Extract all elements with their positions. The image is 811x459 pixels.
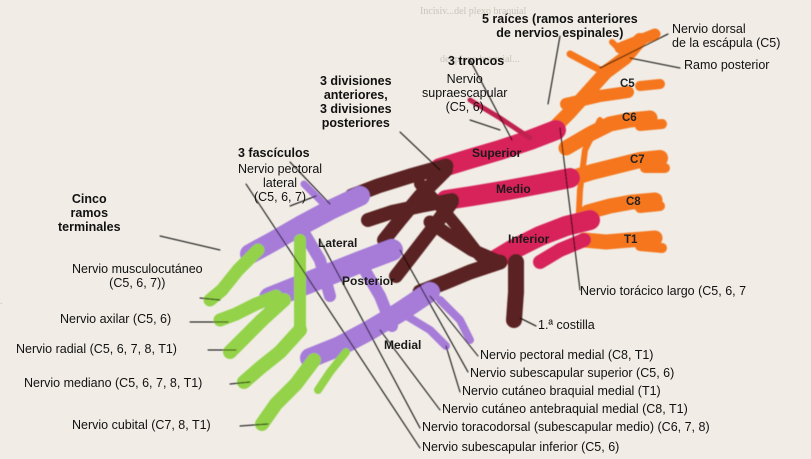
root-label-t1: T1 [624,234,637,246]
leader-raices [548,36,560,104]
root-label-c7: C7 [630,154,645,166]
tag-medio: Medio [496,182,531,196]
tag-superior: Superior [472,146,521,160]
tag-inferior: Inferior [508,232,549,246]
vertebra-knobs [640,84,665,248]
dorsal-scapular-branch [570,54,604,72]
label-mediano: Nervio mediano (C5, 6, 7, 8, T1) [24,376,202,390]
label-cutaneo-braquial: Nervio cutáneo braquial medial (T1) [462,384,661,398]
div-lower-stub [514,262,516,320]
label-pectoral-medial: Nervio pectoral medial (C8, T1) [480,348,653,362]
label-subescapular-superior: Nervio subescapular superior (C5, 6) [470,366,674,380]
upper-thick [566,92,628,104]
leader-costilla [520,318,536,326]
cord-sub-branch [440,300,470,340]
label-axilar: Nervio axilar (C5, 6) [60,312,171,326]
label-cutaneo-antebraquial: Nervio cutáneo antebraquial medial (C8, … [442,402,688,416]
label-cubital: Nervio cubital (C7, 8, T1) [72,418,211,432]
leader-ramo-posterior [630,58,680,68]
label-radial: Nervio radial (C5, 6, 7, 8, T1) [16,342,177,356]
label-toracico-largo: Nervio torácico largo (C5, 6, 7 [580,284,746,298]
root-label-c8: C8 [626,196,641,208]
tag-posterior: Posterior [342,274,395,288]
leader-divisiones [400,132,440,170]
branch-musculocutaneous [210,250,258,300]
tag-medial: Medial [384,338,421,352]
label-toracodorsal: Nervio toracodorsal (subescapular medio)… [422,420,710,434]
label-subescapular-inferior: Nervio subescapular inferior (C5, 6) [422,440,619,454]
label-musculocutaneo: Nervio musculocutáneo(C5, 6, 7)) [72,262,203,290]
leader-supraescapular [470,120,500,130]
tag-lateral: Lateral [318,236,357,250]
branch-ulnar [262,360,314,424]
root-label-c5: C5 [620,78,635,90]
leader-ramos [160,236,220,250]
heading-fasciculos: 3 fascículos [238,146,310,160]
heading-troncos: 3 troncos [448,54,504,68]
root-label-c6: C6 [622,112,637,124]
label-costilla: 1.ª costilla [538,318,595,332]
label-ramo-posterior: Ramo posterior [684,58,769,72]
